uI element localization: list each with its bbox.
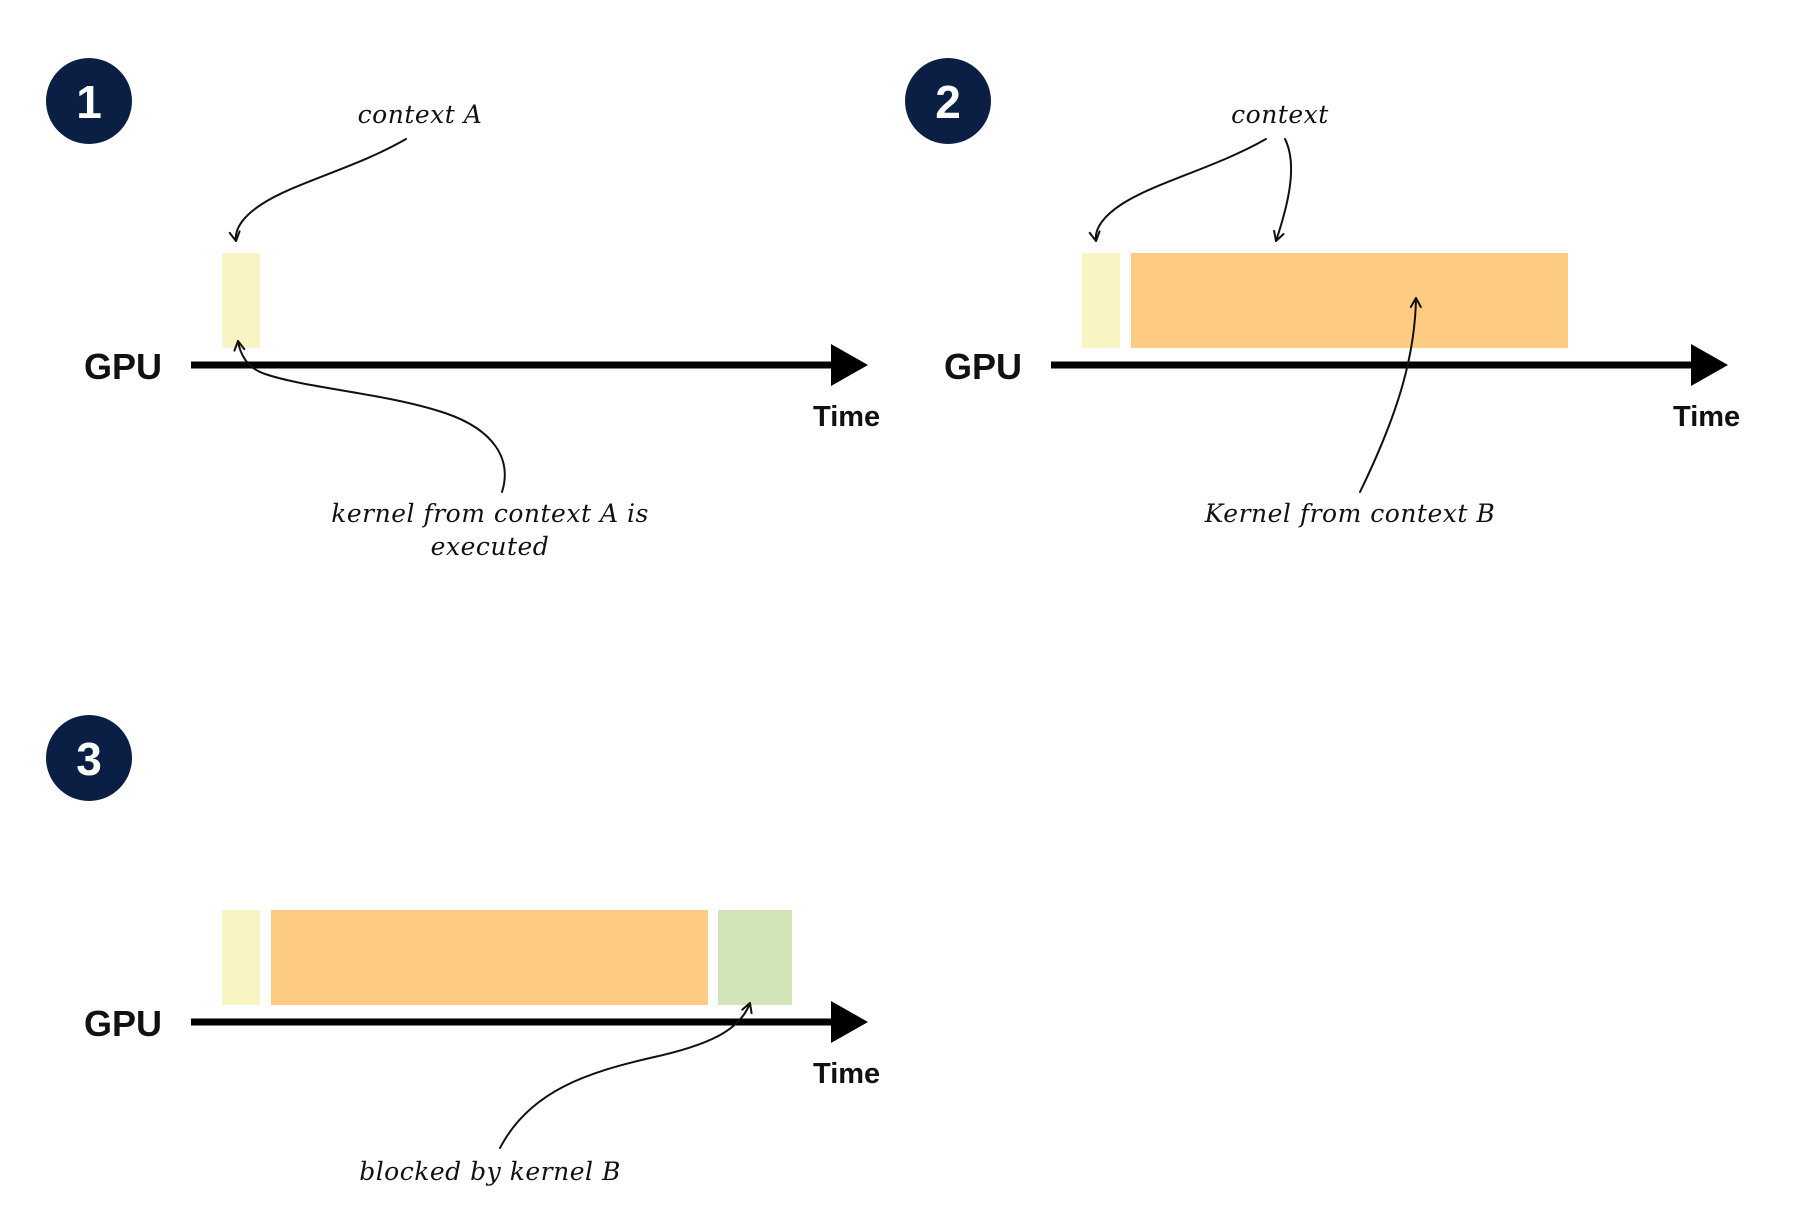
time-axis-arrowhead bbox=[831, 344, 868, 386]
arrow-kernel-executed bbox=[233, 340, 506, 493]
arrow-context-to-kernel-b bbox=[1273, 138, 1293, 242]
kernel-context-a-block bbox=[222, 253, 260, 348]
kernel-context-a-block bbox=[222, 910, 260, 1005]
step-badge-2 bbox=[905, 58, 991, 144]
panel-2: 2 GPU Time context Kernel from context B bbox=[905, 58, 1740, 528]
step-number-3: 3 bbox=[76, 733, 102, 785]
annotation-kernel-executed-line-1: kernel from context A is bbox=[331, 499, 649, 528]
kernel-context-b-block bbox=[1131, 253, 1568, 348]
gpu-axis-label: GPU bbox=[944, 346, 1022, 387]
annotation-blocked-by-kernel-b: blocked by kernel B bbox=[359, 1157, 621, 1186]
time-axis-arrowhead bbox=[831, 1001, 868, 1043]
step-number-1: 1 bbox=[76, 76, 102, 128]
arrow-context-a bbox=[228, 138, 407, 242]
step-badge-3 bbox=[46, 715, 132, 801]
kernel-blocked-block bbox=[718, 910, 792, 1005]
annotation-kernel-executed-line-2: executed bbox=[431, 532, 550, 561]
gpu-axis-label: GPU bbox=[84, 1003, 162, 1044]
time-axis-arrowhead bbox=[1691, 344, 1728, 386]
gpu-axis-label: GPU bbox=[84, 346, 162, 387]
panel-3: 3 GPU Time blocked by kernel B bbox=[46, 715, 880, 1186]
arrow-context-to-kernel-a bbox=[1088, 138, 1267, 242]
kernel-context-a-block bbox=[1082, 253, 1120, 348]
annotation-context-a: context A bbox=[358, 100, 483, 129]
annotation-kernel-b: Kernel from context B bbox=[1204, 499, 1495, 528]
time-axis-label: Time bbox=[813, 401, 880, 433]
step-badge-1 bbox=[46, 58, 132, 144]
time-axis-label: Time bbox=[1673, 401, 1740, 433]
kernel-context-b-block bbox=[271, 910, 708, 1005]
arrow-blocked-by-kernel-b bbox=[499, 1002, 753, 1149]
annotation-context: context bbox=[1231, 100, 1329, 129]
panel-1: 1 GPU Time context A kernel from context… bbox=[46, 58, 880, 561]
arrow-kernel-b bbox=[1359, 297, 1422, 493]
time-axis-label: Time bbox=[813, 1058, 880, 1090]
step-number-2: 2 bbox=[935, 76, 961, 128]
